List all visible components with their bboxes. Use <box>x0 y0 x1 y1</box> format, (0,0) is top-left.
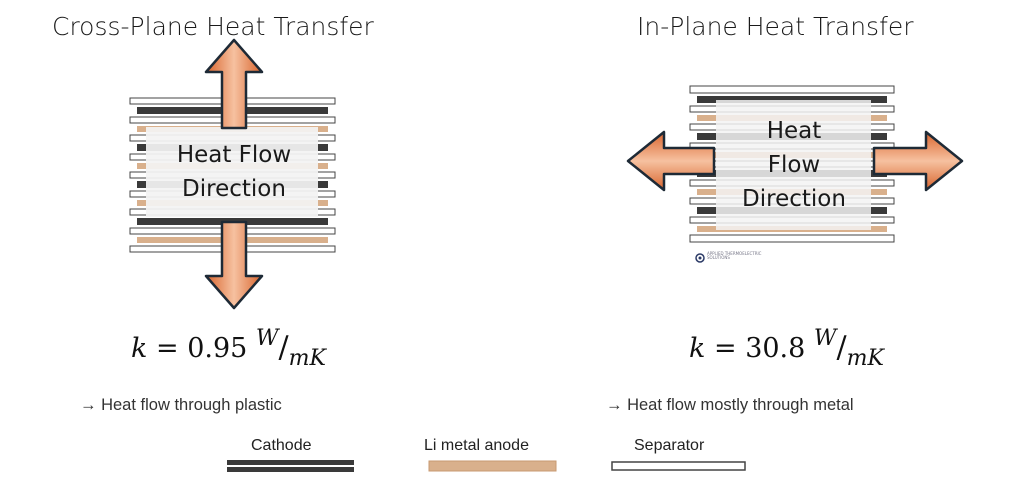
heat-flow-panel <box>716 100 871 230</box>
separator-layer <box>689 85 895 94</box>
equals-sign: = <box>155 333 179 364</box>
right-cell-stack <box>689 85 895 243</box>
right-flow-label-line3: Direction <box>742 186 846 212</box>
k-symbol: k <box>131 333 148 364</box>
right-flow-label: Heat Flow Direction <box>716 114 872 216</box>
unit-numerator: W <box>255 326 279 351</box>
up-arrow <box>204 38 264 130</box>
right-note: → Heat flow mostly through metal <box>606 396 854 414</box>
legend-cathode-swatch <box>227 460 354 472</box>
right-arrow <box>872 130 964 192</box>
k-symbol: k <box>689 333 706 364</box>
legend-separator-swatch <box>611 461 746 471</box>
company-logo-text: APPLIED THERMOELECTRIC SOLUTIONS <box>707 251 762 260</box>
legend-anode-label: Li metal anode <box>424 437 529 454</box>
right-flow-label-line1: Heat <box>766 118 822 144</box>
right-flow-label-line2: Flow <box>767 152 821 178</box>
equals-sign: = <box>713 333 737 364</box>
separator-layer <box>689 234 895 243</box>
cathode-layer <box>697 96 887 103</box>
k-value: 30.8 <box>745 333 806 364</box>
right-conductivity-formula: k = 30.8 W/mK <box>689 326 884 371</box>
left-flow-label-line1: Heat Flow <box>176 142 292 168</box>
unit-denominator: mK <box>846 346 884 371</box>
unit-numerator: W <box>813 326 837 351</box>
left-title: Cross-Plane Heat Transfer <box>52 12 374 41</box>
left-note: → Heat flow through plastic <box>80 396 282 414</box>
company-logo-icon <box>695 253 705 263</box>
legend-separator-label: Separator <box>634 437 705 454</box>
right-title: In-Plane Heat Transfer <box>637 12 914 41</box>
left-flow-label-line2: Direction <box>182 176 286 202</box>
left-flow-label: Heat Flow Direction <box>146 138 322 206</box>
left-conductivity-formula: k = 0.95 W/mK <box>131 326 326 371</box>
heat-flow-panel <box>146 127 318 217</box>
k-value: 0.95 <box>187 333 248 364</box>
legend-anode-swatch <box>428 460 557 472</box>
unit-denominator: mK <box>288 346 326 371</box>
left-arrow <box>626 130 716 192</box>
down-arrow <box>204 220 264 310</box>
legend-cathode-label: Cathode <box>251 437 312 454</box>
